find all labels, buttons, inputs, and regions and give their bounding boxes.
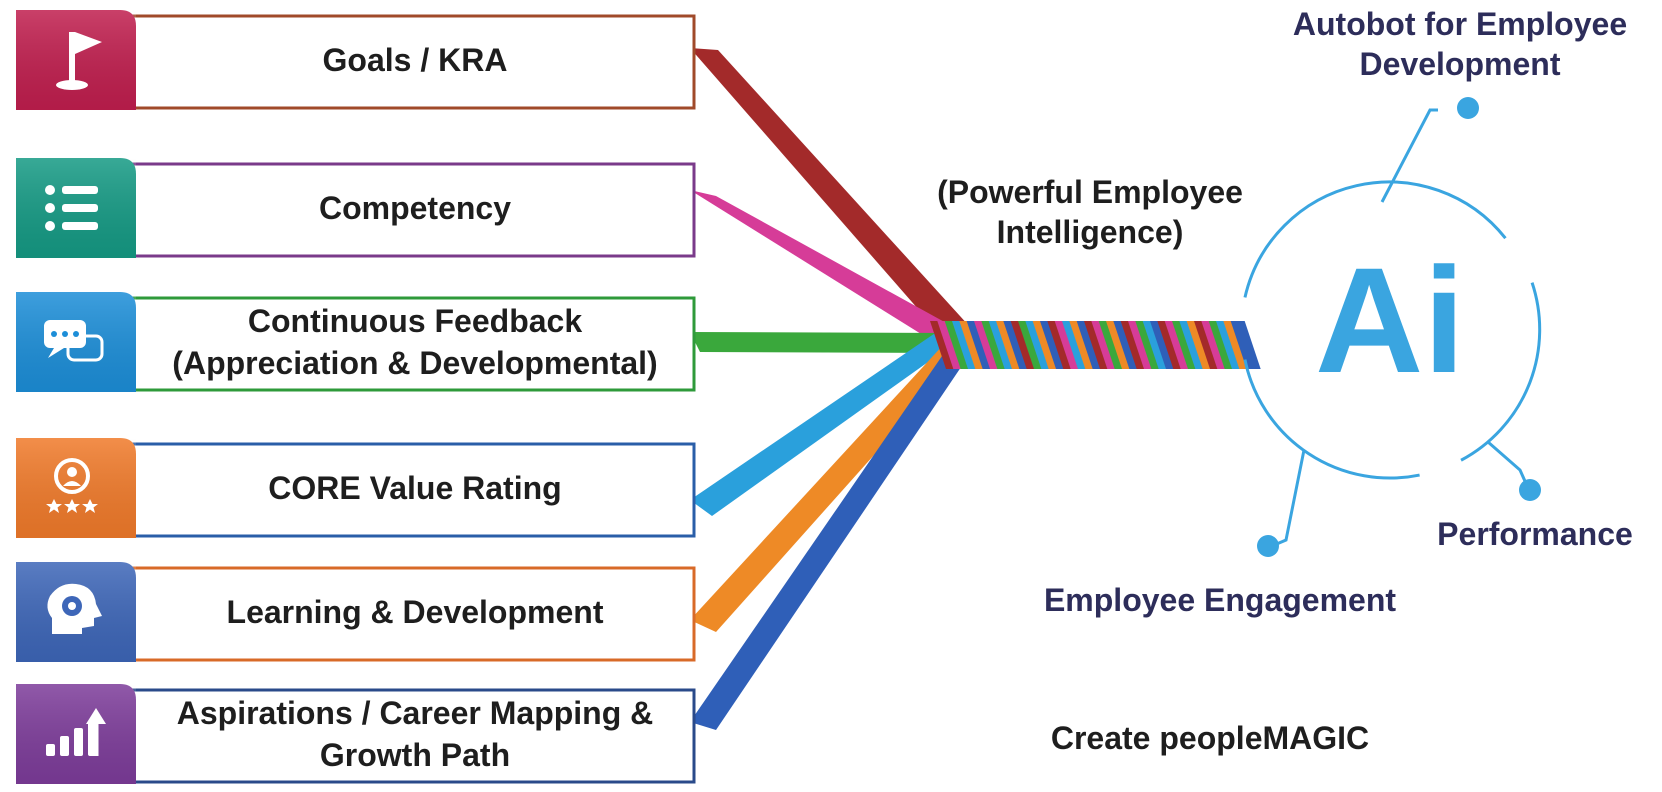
row-box-2 bbox=[130, 296, 696, 392]
row-1 bbox=[16, 158, 696, 258]
ribbon-2 bbox=[690, 332, 960, 353]
ribbon-4 bbox=[690, 331, 974, 632]
ribbon-group bbox=[690, 48, 980, 730]
ribbon-5 bbox=[690, 327, 980, 730]
connector-right bbox=[1487, 440, 1530, 489]
row-label-2: Continuous Feedback (Appreciation & Deve… bbox=[172, 303, 658, 381]
callout-top: Autobot for Employee Development bbox=[1292, 6, 1628, 82]
row-tile-3 bbox=[16, 438, 136, 538]
row-4 bbox=[16, 562, 696, 662]
ai-text: Ai bbox=[1315, 236, 1465, 404]
node-dot-bottom bbox=[1257, 535, 1279, 557]
ai-ring-bottom bbox=[1243, 359, 1420, 480]
node-dot-right bbox=[1519, 479, 1541, 501]
list-icon bbox=[45, 185, 98, 231]
row-box-0 bbox=[130, 14, 696, 110]
ribbon-1 bbox=[690, 190, 968, 347]
row-box-3 bbox=[130, 442, 696, 538]
row-2 bbox=[16, 292, 696, 392]
ai-ring-right bbox=[1460, 282, 1542, 462]
row-0 bbox=[16, 10, 696, 110]
flag-icon bbox=[56, 32, 102, 90]
ribbon-3 bbox=[690, 323, 966, 516]
footer-text: Create peopleMAGIC bbox=[1050, 720, 1370, 756]
ai-emblem: Ai bbox=[1243, 97, 1542, 557]
row-box-1 bbox=[130, 162, 696, 258]
row-tile-5 bbox=[16, 684, 136, 784]
row-group bbox=[16, 10, 696, 784]
row-tile-2 bbox=[16, 292, 136, 392]
row-box-5 bbox=[130, 688, 696, 784]
row-label-3: CORE Value Rating bbox=[268, 470, 562, 506]
user-rating-icon bbox=[46, 458, 98, 513]
ai-ring-top bbox=[1243, 180, 1507, 298]
row-5 bbox=[16, 684, 696, 784]
callout-bottom: Employee Engagement bbox=[1043, 582, 1397, 618]
connector-bottom bbox=[1271, 449, 1306, 548]
node-dot-top bbox=[1457, 97, 1479, 119]
connector-top bbox=[1380, 108, 1438, 203]
row-3 bbox=[16, 438, 696, 538]
row-tile-4 bbox=[16, 562, 136, 662]
row-label-0: Goals / KRA bbox=[322, 42, 508, 78]
chat-bubbles-icon bbox=[44, 320, 104, 362]
row-label-5: Aspirations / Career Mapping & Growth Pa… bbox=[176, 695, 654, 773]
row-tile-1 bbox=[16, 158, 136, 258]
row-tile-0 bbox=[16, 10, 136, 110]
row-label-1: Competency bbox=[318, 190, 512, 226]
twisted-cable bbox=[930, 321, 1261, 369]
cable-strand bbox=[1230, 321, 1261, 369]
center-label: (Powerful Employee Intelligence) bbox=[937, 174, 1243, 250]
row-box-4 bbox=[130, 566, 696, 662]
brain-gear-icon bbox=[47, 583, 102, 634]
ribbon-0 bbox=[690, 48, 970, 341]
growth-chart-icon bbox=[46, 708, 106, 756]
callout-right: Performance bbox=[1437, 516, 1633, 552]
row-label-4: Learning & Development bbox=[226, 594, 604, 630]
